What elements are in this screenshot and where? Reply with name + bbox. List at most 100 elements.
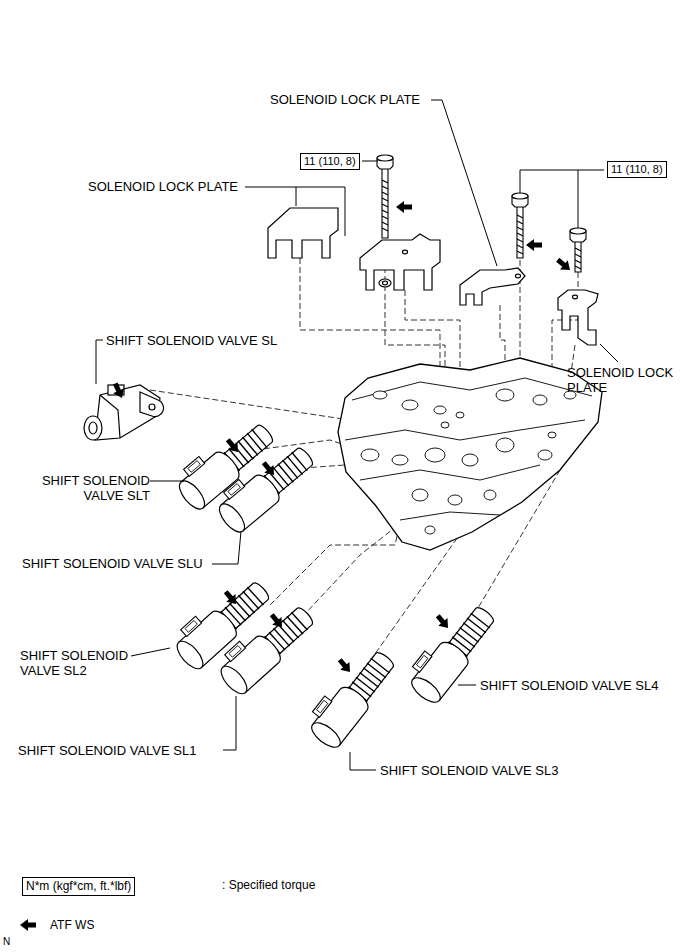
- torque-box: 11 (110, 8): [300, 153, 360, 170]
- part-name-label: SOLENOID LOCK PLATE: [88, 179, 238, 194]
- part-name-label: SHIFT SOLENOID VALVE SLU: [22, 556, 203, 571]
- solenoid-valve-sl: [100, 395, 120, 438]
- part-name: SHIFT SOLENOID VALVE SL4: [480, 678, 658, 693]
- leader-line: [520, 170, 604, 193]
- lock-plate: [268, 208, 598, 345]
- part-name-label: SHIFT SOLENOID VALVE SL2: [20, 648, 136, 678]
- part-name: SOLENOID LOCK PLATE: [88, 179, 238, 194]
- valve-body: [548, 432, 556, 438]
- valve-body: [484, 490, 496, 500]
- lock-plate: [403, 250, 408, 254]
- atf-mark: [20, 919, 36, 931]
- part-name-label: SHIFT SOLENOID VALVE SL1: [18, 743, 196, 758]
- solenoid-valve-sl: [89, 422, 97, 434]
- valve-body: [352, 378, 592, 400]
- atf-mark: [335, 656, 354, 676]
- valve-body: [345, 420, 585, 440]
- atf-mark: [110, 381, 128, 401]
- bolt: [575, 248, 581, 269]
- valve-body: [496, 389, 514, 401]
- valve-body: [338, 358, 602, 550]
- solenoid-valve-sl: [84, 416, 102, 440]
- solenoid-valve: [210, 435, 319, 536]
- torque-box: 11 (110, 8): [607, 161, 667, 178]
- leader-line: [96, 100, 618, 770]
- solenoid-valve: [167, 412, 500, 752]
- lock-plate: [516, 274, 521, 278]
- valve-body: [338, 358, 602, 550]
- solenoid-valve: [211, 595, 319, 698]
- bolt: [517, 205, 523, 258]
- valve-body: [400, 512, 500, 520]
- valve-body: [373, 391, 387, 399]
- part-name: SHIFT SOLENOID VALVE SL1: [18, 743, 196, 758]
- valve-body: [434, 406, 446, 414]
- part-name-label: SHIFT SOLENOID VALVE SL3: [380, 763, 558, 778]
- bolt: [377, 155, 586, 272]
- lock-plate: [379, 279, 391, 287]
- valve-body: [533, 395, 547, 405]
- part-name: SHIFT SOLENOID VALVE SLU: [22, 556, 203, 571]
- part-name-label: SOLENOID LOCK PLATE: [567, 365, 679, 395]
- legend-entry: ATF WS: [50, 918, 94, 933]
- valve-body: [402, 400, 418, 410]
- bolt: [575, 240, 581, 272]
- leader-line: [96, 340, 103, 384]
- leader-line: [212, 531, 241, 564]
- leader-line: [245, 187, 345, 236]
- part-name: SOLENOID LOCK PLATE: [270, 92, 420, 107]
- part-name-label: SHIFT SOLENOID VALVE SLT: [34, 473, 150, 503]
- atf-mark: [20, 201, 574, 931]
- valve-body: [361, 389, 576, 534]
- valve-body: [360, 465, 540, 480]
- bolt: [517, 215, 523, 254]
- valve-body: [361, 449, 379, 461]
- legend-entry: : Specified torque: [222, 878, 315, 893]
- solenoid-valve-sl: [140, 392, 164, 417]
- part-name: SHIFT SOLENOID VALVE SL: [106, 333, 277, 348]
- leader-line: [600, 344, 618, 362]
- leader-line: [223, 696, 236, 750]
- part-name-label: SOLENOID LOCK PLATE: [270, 92, 420, 107]
- part-name-label: SHIFT SOLENOID VALVE SL: [106, 333, 277, 348]
- lock-plate: [558, 290, 598, 345]
- valve-body: [496, 438, 514, 452]
- valve-body: [448, 495, 462, 505]
- lock-plate: [268, 208, 338, 258]
- lock-plate: [460, 268, 525, 305]
- valve-body: [538, 450, 552, 460]
- bolt: [512, 193, 528, 199]
- atf-mark: [259, 459, 278, 479]
- bolt: [382, 168, 388, 238]
- atf-mark: [554, 255, 574, 274]
- bolt: [382, 180, 388, 231]
- part-name: SHIFT SOLENOID VALVE SL3: [380, 763, 558, 778]
- atf-mark: [433, 612, 452, 632]
- valve-body: [456, 412, 464, 418]
- torque-value: 11 (110, 8): [304, 155, 356, 167]
- leader-line: [296, 187, 297, 206]
- valve-body: [412, 489, 428, 501]
- part-name: SOLENOID LOCK PLATE: [567, 365, 673, 395]
- atf-mark: [526, 239, 542, 251]
- valve-body: [425, 448, 445, 462]
- leader-line: [362, 161, 378, 162]
- part-name: SHIFT SOLENOID VALVE SLT: [42, 473, 150, 503]
- atf-mark: [223, 436, 242, 456]
- torque-value: 11 (110, 8): [611, 163, 663, 175]
- part-name: SHIFT SOLENOID VALVE SL2: [20, 648, 128, 678]
- leader-line: [458, 685, 476, 686]
- legend-text: ATF WS: [50, 918, 94, 932]
- lock-plate: [360, 234, 440, 290]
- leader-line: [431, 100, 497, 266]
- leader-line: [350, 752, 376, 770]
- valve-body: [462, 454, 478, 466]
- atf-mark: [267, 611, 286, 631]
- bolt: [570, 228, 586, 234]
- orientation-mark-label: N: [3, 936, 10, 948]
- torque-value: N*m (kgf*cm, ft.*lbf): [26, 879, 131, 893]
- solenoid-valve-sl: [84, 385, 164, 440]
- valve-body: [392, 455, 408, 465]
- orientation-mark: N: [3, 936, 10, 947]
- leader-line: [150, 481, 184, 482]
